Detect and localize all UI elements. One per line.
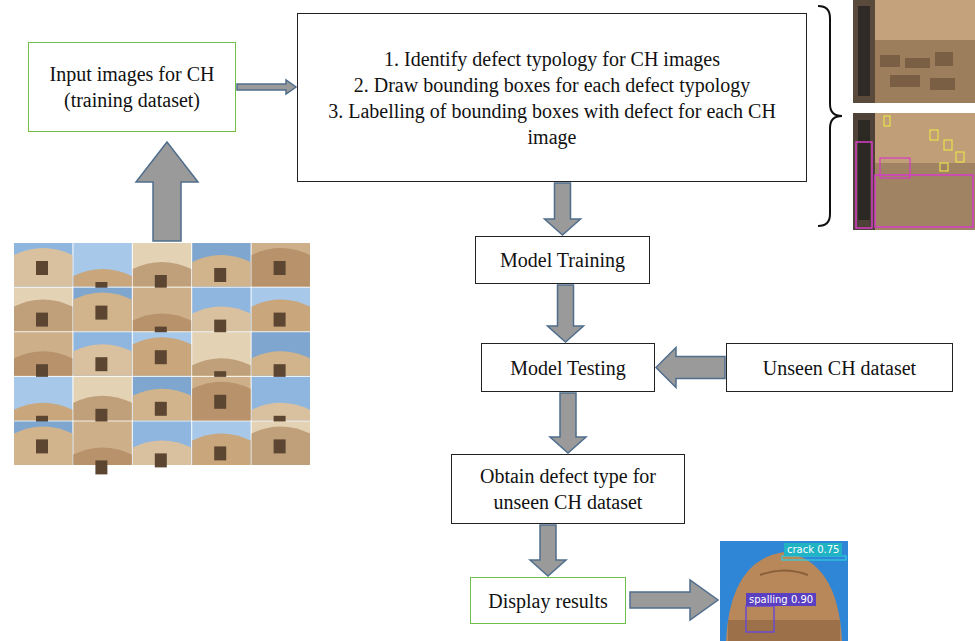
detection-label: spalling 0.90	[746, 593, 816, 606]
image-mosaic	[14, 243, 310, 474]
block-arrow	[136, 142, 198, 241]
box-text: 2. Draw bounding boxes for each defect t…	[354, 72, 751, 98]
block-arrow	[550, 393, 586, 453]
process-box: 1. Identify defect typology for CH image…	[297, 13, 807, 182]
box-text: Unseen CH dataset	[763, 355, 916, 381]
process-box: Input images for CH (training dataset)	[28, 42, 236, 132]
block-arrow	[548, 285, 584, 342]
block-arrow	[545, 183, 581, 235]
box-text: Model Testing	[510, 355, 625, 381]
process-box: Model Training	[475, 236, 650, 284]
box-text: Obtain defect type for unseen CH dataset	[462, 463, 674, 515]
box-text: Input images for CH (training dataset)	[39, 61, 225, 113]
box-text: Model Training	[500, 247, 625, 273]
box-text: 3. Labelling of bounding boxes with defe…	[308, 98, 796, 150]
block-arrow	[630, 580, 718, 620]
block-arrow	[237, 80, 296, 94]
result-image	[720, 541, 848, 641]
process-box: Display results	[470, 577, 626, 624]
annotated-image	[853, 113, 975, 230]
box-text: Display results	[488, 588, 607, 614]
process-box: Unseen CH dataset	[726, 343, 953, 392]
block-arrow	[530, 525, 566, 576]
bracket	[818, 6, 842, 226]
process-box: Obtain defect type for unseen CH dataset	[451, 454, 685, 524]
box-text: 1. Identify defect typology for CH image…	[384, 46, 720, 72]
detection-label: crack 0.75	[784, 543, 842, 556]
sample-image	[853, 0, 975, 103]
process-box: Model Testing	[481, 343, 655, 392]
block-arrow	[656, 348, 725, 388]
